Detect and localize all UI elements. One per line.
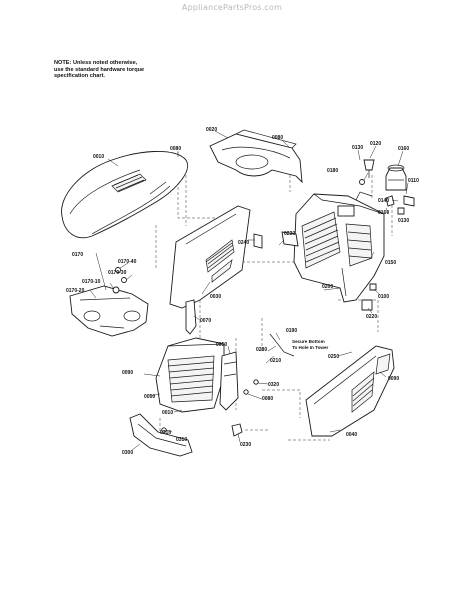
label-0110: 0110 <box>408 178 419 184</box>
dash-panel-part <box>209 129 303 184</box>
note-line-1: NOTE: Unless noted otherwise, <box>54 60 138 66</box>
fastener-0180-part <box>359 179 365 185</box>
lamp-0170-40-part <box>115 267 121 273</box>
label-0170-30: 0170-30 <box>108 270 127 276</box>
label-0150: 0150 <box>385 260 396 266</box>
label-0100: 0100 <box>378 294 389 300</box>
label-0280: 0280 <box>256 347 267 353</box>
leader-lines <box>89 130 409 451</box>
rod-0190-part <box>269 333 295 357</box>
rod-0200-part <box>341 267 347 297</box>
clip-0230-lower-part <box>231 423 243 437</box>
fastener-0130-part <box>397 207 405 215</box>
label-0230-lower: 0230 <box>240 442 251 448</box>
label-0190: 0190 <box>286 328 297 334</box>
label-0120: 0120 <box>370 141 381 147</box>
label-0140: 0140 <box>378 198 389 204</box>
front-bumper-part <box>129 413 193 457</box>
throttle-knob-part <box>363 159 375 178</box>
bracket-0230-part <box>281 231 299 247</box>
part-number-labels: 0010 0020 0080 0080 0130 0120 0160 0180 … <box>66 127 419 456</box>
watermark: AppliancePartsPros.com <box>181 3 283 12</box>
fastener-0110-part <box>403 195 415 207</box>
label-0200: 0200 <box>322 284 333 290</box>
clip-0220-part <box>361 299 373 311</box>
label-0080-top: 0080 <box>272 135 283 141</box>
label-0310: 0310 <box>160 430 171 436</box>
hood-part <box>61 150 189 239</box>
right-side-panel-part <box>305 345 395 437</box>
label-0160-lower: 0160 <box>378 210 389 216</box>
label-0220: 0220 <box>366 314 377 320</box>
label-0240: 0240 <box>238 240 249 246</box>
label-0170: 0170 <box>72 252 83 258</box>
bolt-0320-part <box>253 379 259 385</box>
note-line-3: specification chart. <box>54 73 105 80</box>
label-0080-lower: 0080 <box>262 396 273 402</box>
label-0010-lower: 0010 <box>162 410 173 416</box>
label-0170-40: 0170-40 <box>118 259 137 265</box>
label-0070: 0070 <box>200 318 211 324</box>
tower-frame-part <box>293 191 385 303</box>
clip-0240-part <box>253 233 263 249</box>
label-0180: 0180 <box>327 168 338 174</box>
lamp-0170-10-part <box>112 286 120 294</box>
label-0050: 0050 <box>144 394 155 400</box>
label-0090-right: 0090 <box>388 376 399 382</box>
label-0130-lower: 0130 <box>398 218 409 224</box>
side-bracket-0060-part <box>219 351 239 411</box>
label-0060: 0060 <box>216 342 227 348</box>
hardware-note: NOTE: Unless noted otherwise, use the st… <box>54 60 194 80</box>
label-0250: 0250 <box>328 354 339 360</box>
label-0320: 0320 <box>268 382 279 388</box>
callout-line-1: Secure Bottom <box>292 339 325 344</box>
lamp-0170-30-part <box>121 277 127 283</box>
label-0210: 0210 <box>270 358 281 364</box>
callout-line-2: To Hole In Tower <box>292 345 329 350</box>
label-0230: 0230 <box>284 231 295 237</box>
label-0090: 0090 <box>122 370 133 376</box>
grille-part <box>155 337 225 413</box>
label-0310-b: 0310 <box>176 437 187 443</box>
label-0160-cap: 0160 <box>398 146 409 152</box>
label-0300: 0300 <box>122 450 133 456</box>
label-0080-hood: 0080 <box>170 146 181 152</box>
label-0130: 0130 <box>352 145 363 151</box>
note-line-2: use the standard hardware torque <box>54 66 145 73</box>
label-0030: 0030 <box>210 294 221 300</box>
left-side-panel-part <box>169 205 251 309</box>
bolt-0100-part <box>369 283 377 291</box>
label-0020: 0020 <box>206 127 217 133</box>
label-0040: 0040 <box>346 432 357 438</box>
bolt-0080-part <box>243 389 249 395</box>
label-0170-10: 0170-10 <box>82 279 101 285</box>
latch-0070-part <box>185 299 197 335</box>
fuel-cap-part <box>385 164 407 191</box>
fastener-0140-part <box>385 195 395 207</box>
label-0170-20: 0170-20 <box>66 288 85 294</box>
label-0010: 0010 <box>93 154 104 160</box>
